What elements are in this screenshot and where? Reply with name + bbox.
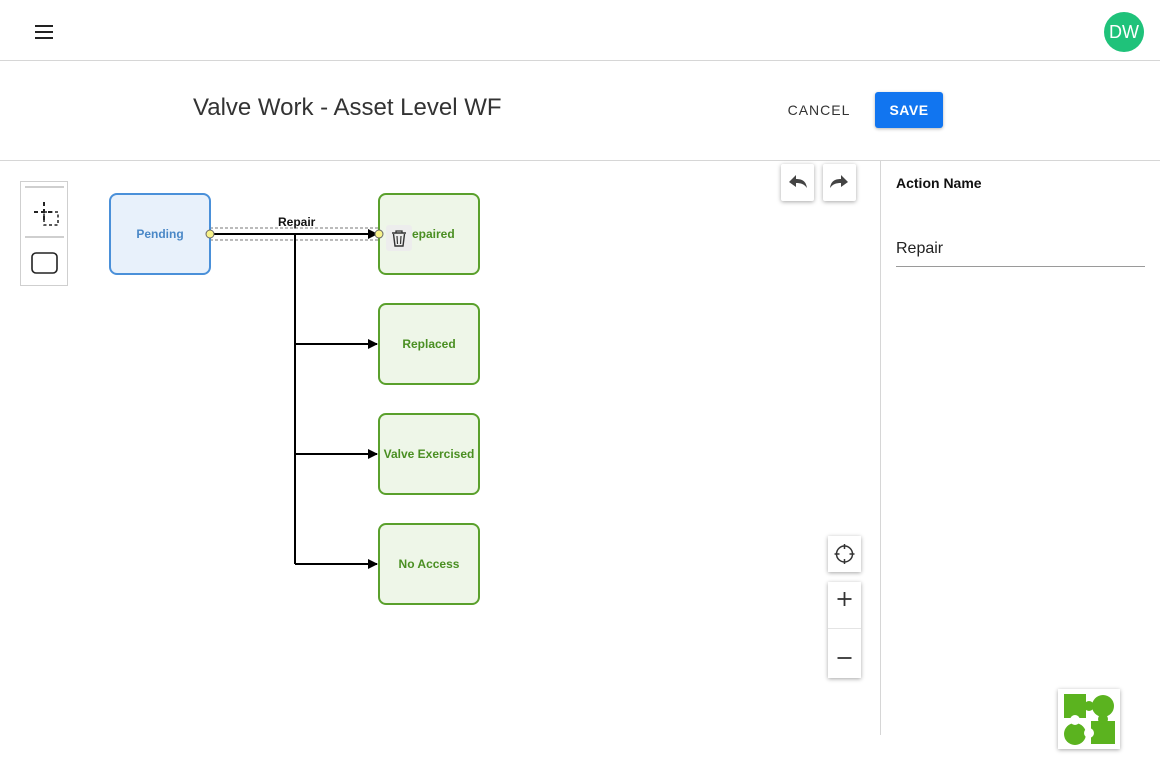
user-avatar[interactable]: DW [1104,12,1144,52]
editor-header: Valve Work - Asset Level WF CANCEL SAVE [0,61,1160,161]
crosshair-icon [834,544,855,564]
save-button[interactable]: SAVE [875,92,943,128]
trash-icon [392,230,406,247]
plus-icon [837,592,852,606]
page-title: Valve Work - Asset Level WF [193,94,502,121]
node-pending[interactable]: Pending [109,193,211,275]
node-label: Pending [136,227,184,241]
puzzle-logo-icon [1064,694,1115,745]
node-no-access[interactable]: No Access [378,523,480,605]
app-logo[interactable] [1058,689,1120,749]
delete-edge-button[interactable] [386,225,412,251]
redo-button[interactable] [823,164,856,201]
node-label: Replaced [402,337,456,351]
action-name-field[interactable] [896,228,1145,267]
node-replaced[interactable]: Replaced [378,303,480,385]
undo-button[interactable] [781,164,814,201]
redo-arrow-icon [830,175,848,188]
palette-divider [25,236,64,238]
palette-divider [25,186,64,188]
tool-palette [20,181,68,286]
action-name-label: Action Name [896,175,982,191]
rounded-rectangle-icon[interactable] [25,243,64,283]
marquee-select-icon[interactable] [25,192,64,232]
recenter-button[interactable] [828,536,861,572]
cancel-button[interactable]: CANCEL [787,102,851,118]
node-label: Valve Exercised [383,447,475,461]
top-app-bar: DW [0,0,1160,61]
zoom-out-button[interactable] [828,630,861,678]
zoom-controls [828,582,861,678]
node-valve-exercised[interactable]: Valve Exercised [378,413,480,495]
node-label: No Access [398,557,460,571]
zoom-in-button[interactable] [828,582,861,629]
edge-label[interactable]: Repair [278,215,316,229]
undo-arrow-icon [789,175,807,188]
panel-divider [880,161,881,735]
workflow-edges [204,227,384,569]
hamburger-menu-icon[interactable] [30,20,58,44]
minus-icon [837,657,852,659]
node-label: Repaired [403,227,455,241]
